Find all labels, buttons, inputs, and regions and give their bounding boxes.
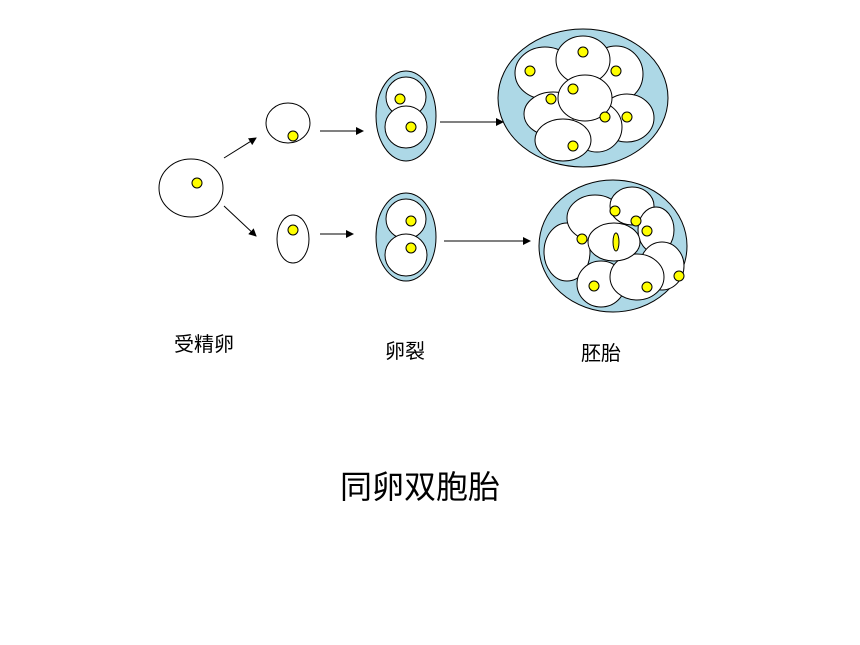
- nucleus-icon: [545, 93, 557, 105]
- nucleus-icon: [576, 233, 588, 245]
- nucleus-icon: [610, 65, 622, 77]
- nucleus-icon: [287, 224, 299, 236]
- arrow-icon: [223, 137, 257, 159]
- nucleus-icon: [641, 281, 653, 293]
- split-cell-bottom: [276, 214, 310, 264]
- nucleus-icon: [287, 130, 299, 142]
- nucleus-icon: [588, 280, 600, 292]
- zygote-label: 受精卵: [174, 332, 234, 356]
- nucleus-icon: [599, 111, 611, 123]
- nucleus-icon: [567, 140, 579, 152]
- nucleus-icon: [673, 270, 685, 282]
- nucleus-icon: [641, 225, 653, 237]
- nucleus-icon: [577, 46, 589, 58]
- nucleus-icon: [630, 215, 642, 227]
- nucleus-icon: [612, 232, 620, 252]
- embryo-bottom: [538, 179, 688, 313]
- cleavage-bottom: [375, 192, 437, 282]
- embryo-top: [497, 28, 669, 168]
- zygote-cell: [158, 158, 224, 218]
- embryo-label: 胚胎: [581, 341, 621, 365]
- split-cell-top: [265, 102, 311, 144]
- nucleus-icon: [524, 65, 536, 77]
- nucleus-icon: [609, 205, 621, 217]
- nucleus-icon: [394, 93, 406, 105]
- nucleus-icon: [405, 242, 417, 254]
- nucleus-icon: [405, 121, 417, 133]
- cleavage-top: [375, 70, 437, 162]
- nucleus-icon: [191, 177, 203, 189]
- nucleus-icon: [621, 111, 633, 123]
- nucleus-icon: [405, 215, 417, 227]
- arrow-icon: [223, 205, 257, 237]
- diagram-title: 同卵双胞胎: [340, 468, 501, 506]
- cleavage-label: 卵裂: [385, 339, 425, 363]
- nucleus-icon: [567, 83, 579, 95]
